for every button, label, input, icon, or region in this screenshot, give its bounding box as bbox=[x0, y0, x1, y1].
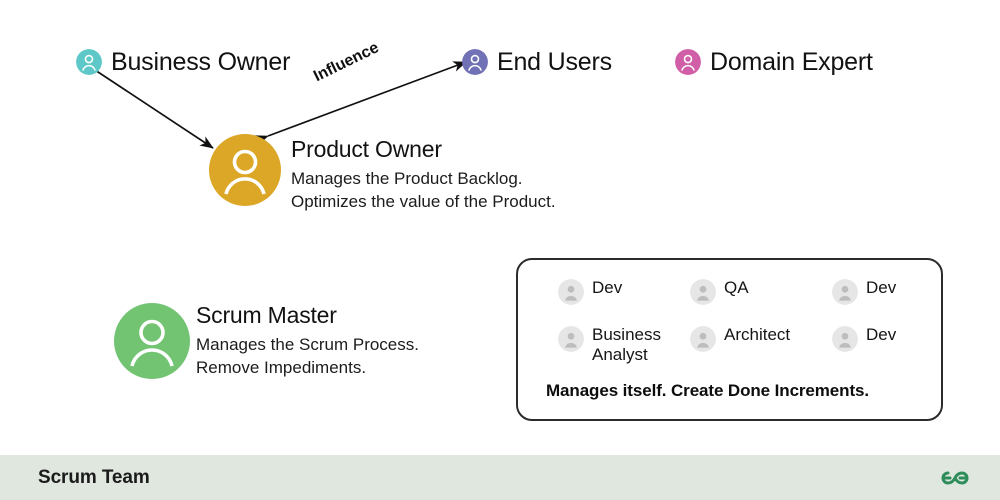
scrum-master-text: Scrum Master Manages the Scrum Process. … bbox=[196, 302, 419, 379]
footer-title: Scrum Team bbox=[38, 466, 150, 488]
product-owner-text: Product Owner Manages the Product Backlo… bbox=[291, 136, 556, 213]
developer-member[interactable]: Business Analyst bbox=[558, 325, 684, 365]
footer-bar: Scrum Team bbox=[0, 455, 1000, 500]
developer-member[interactable]: QA bbox=[690, 278, 749, 305]
developer-member[interactable]: Dev bbox=[832, 278, 896, 305]
influence-label: Influence bbox=[311, 39, 382, 86]
scrum-master-desc-line-2: Remove Impediments. bbox=[196, 357, 367, 377]
person-icon bbox=[832, 326, 858, 352]
geeksforgeeks-logo bbox=[941, 470, 969, 485]
arrow-po-end-users bbox=[254, 61, 467, 146]
developer-member[interactable]: Dev bbox=[832, 325, 896, 352]
product-owner-avatar[interactable] bbox=[209, 134, 281, 206]
scrum-master-title: Scrum Master bbox=[196, 302, 337, 328]
stakeholder-end-users[interactable]: End Users bbox=[462, 49, 612, 75]
person-icon bbox=[76, 49, 102, 75]
person-icon bbox=[114, 303, 190, 379]
person-icon bbox=[690, 326, 716, 352]
person-icon bbox=[675, 49, 701, 75]
scrum-master-desc-line-1: Manages the Scrum Process. bbox=[196, 335, 419, 355]
stakeholder-domain-expert[interactable]: Domain Expert bbox=[675, 49, 873, 75]
developer-member-label: QA bbox=[724, 278, 749, 297]
stakeholder-business-owner[interactable]: Business Owner bbox=[76, 49, 290, 75]
person-icon bbox=[558, 326, 584, 352]
person-icon bbox=[462, 49, 488, 75]
developer-member-label: Dev bbox=[592, 278, 623, 297]
person-icon bbox=[690, 279, 716, 305]
person-icon bbox=[209, 134, 281, 206]
person-icon bbox=[558, 279, 584, 305]
developer-member-label: Business Analyst bbox=[592, 325, 661, 365]
stakeholder-label: Domain Expert bbox=[710, 47, 873, 76]
developer-member-label: Architect bbox=[724, 325, 791, 344]
person-icon bbox=[832, 279, 858, 305]
product-owner-title: Product Owner bbox=[291, 136, 442, 162]
developer-member-label: Dev bbox=[866, 278, 897, 297]
developer-member-label: Dev bbox=[866, 325, 897, 344]
arrow-po-business-owner bbox=[81, 58, 214, 149]
scrum-master-avatar[interactable] bbox=[114, 303, 190, 379]
developers-box: Dev QA Dev Business Analys bbox=[516, 258, 943, 421]
product-owner-desc-line-1: Manages the Product Backlog. bbox=[291, 169, 523, 189]
developer-member[interactable]: Architect bbox=[690, 325, 790, 352]
developer-member[interactable]: Dev bbox=[558, 278, 622, 305]
stakeholder-label: End Users bbox=[497, 47, 612, 76]
stakeholder-label: Business Owner bbox=[111, 47, 291, 76]
product-owner-desc-line-2: Optimizes the value of the Product. bbox=[291, 191, 556, 211]
developers-footnote: Manages itself. Create Done Increments. bbox=[546, 381, 869, 400]
